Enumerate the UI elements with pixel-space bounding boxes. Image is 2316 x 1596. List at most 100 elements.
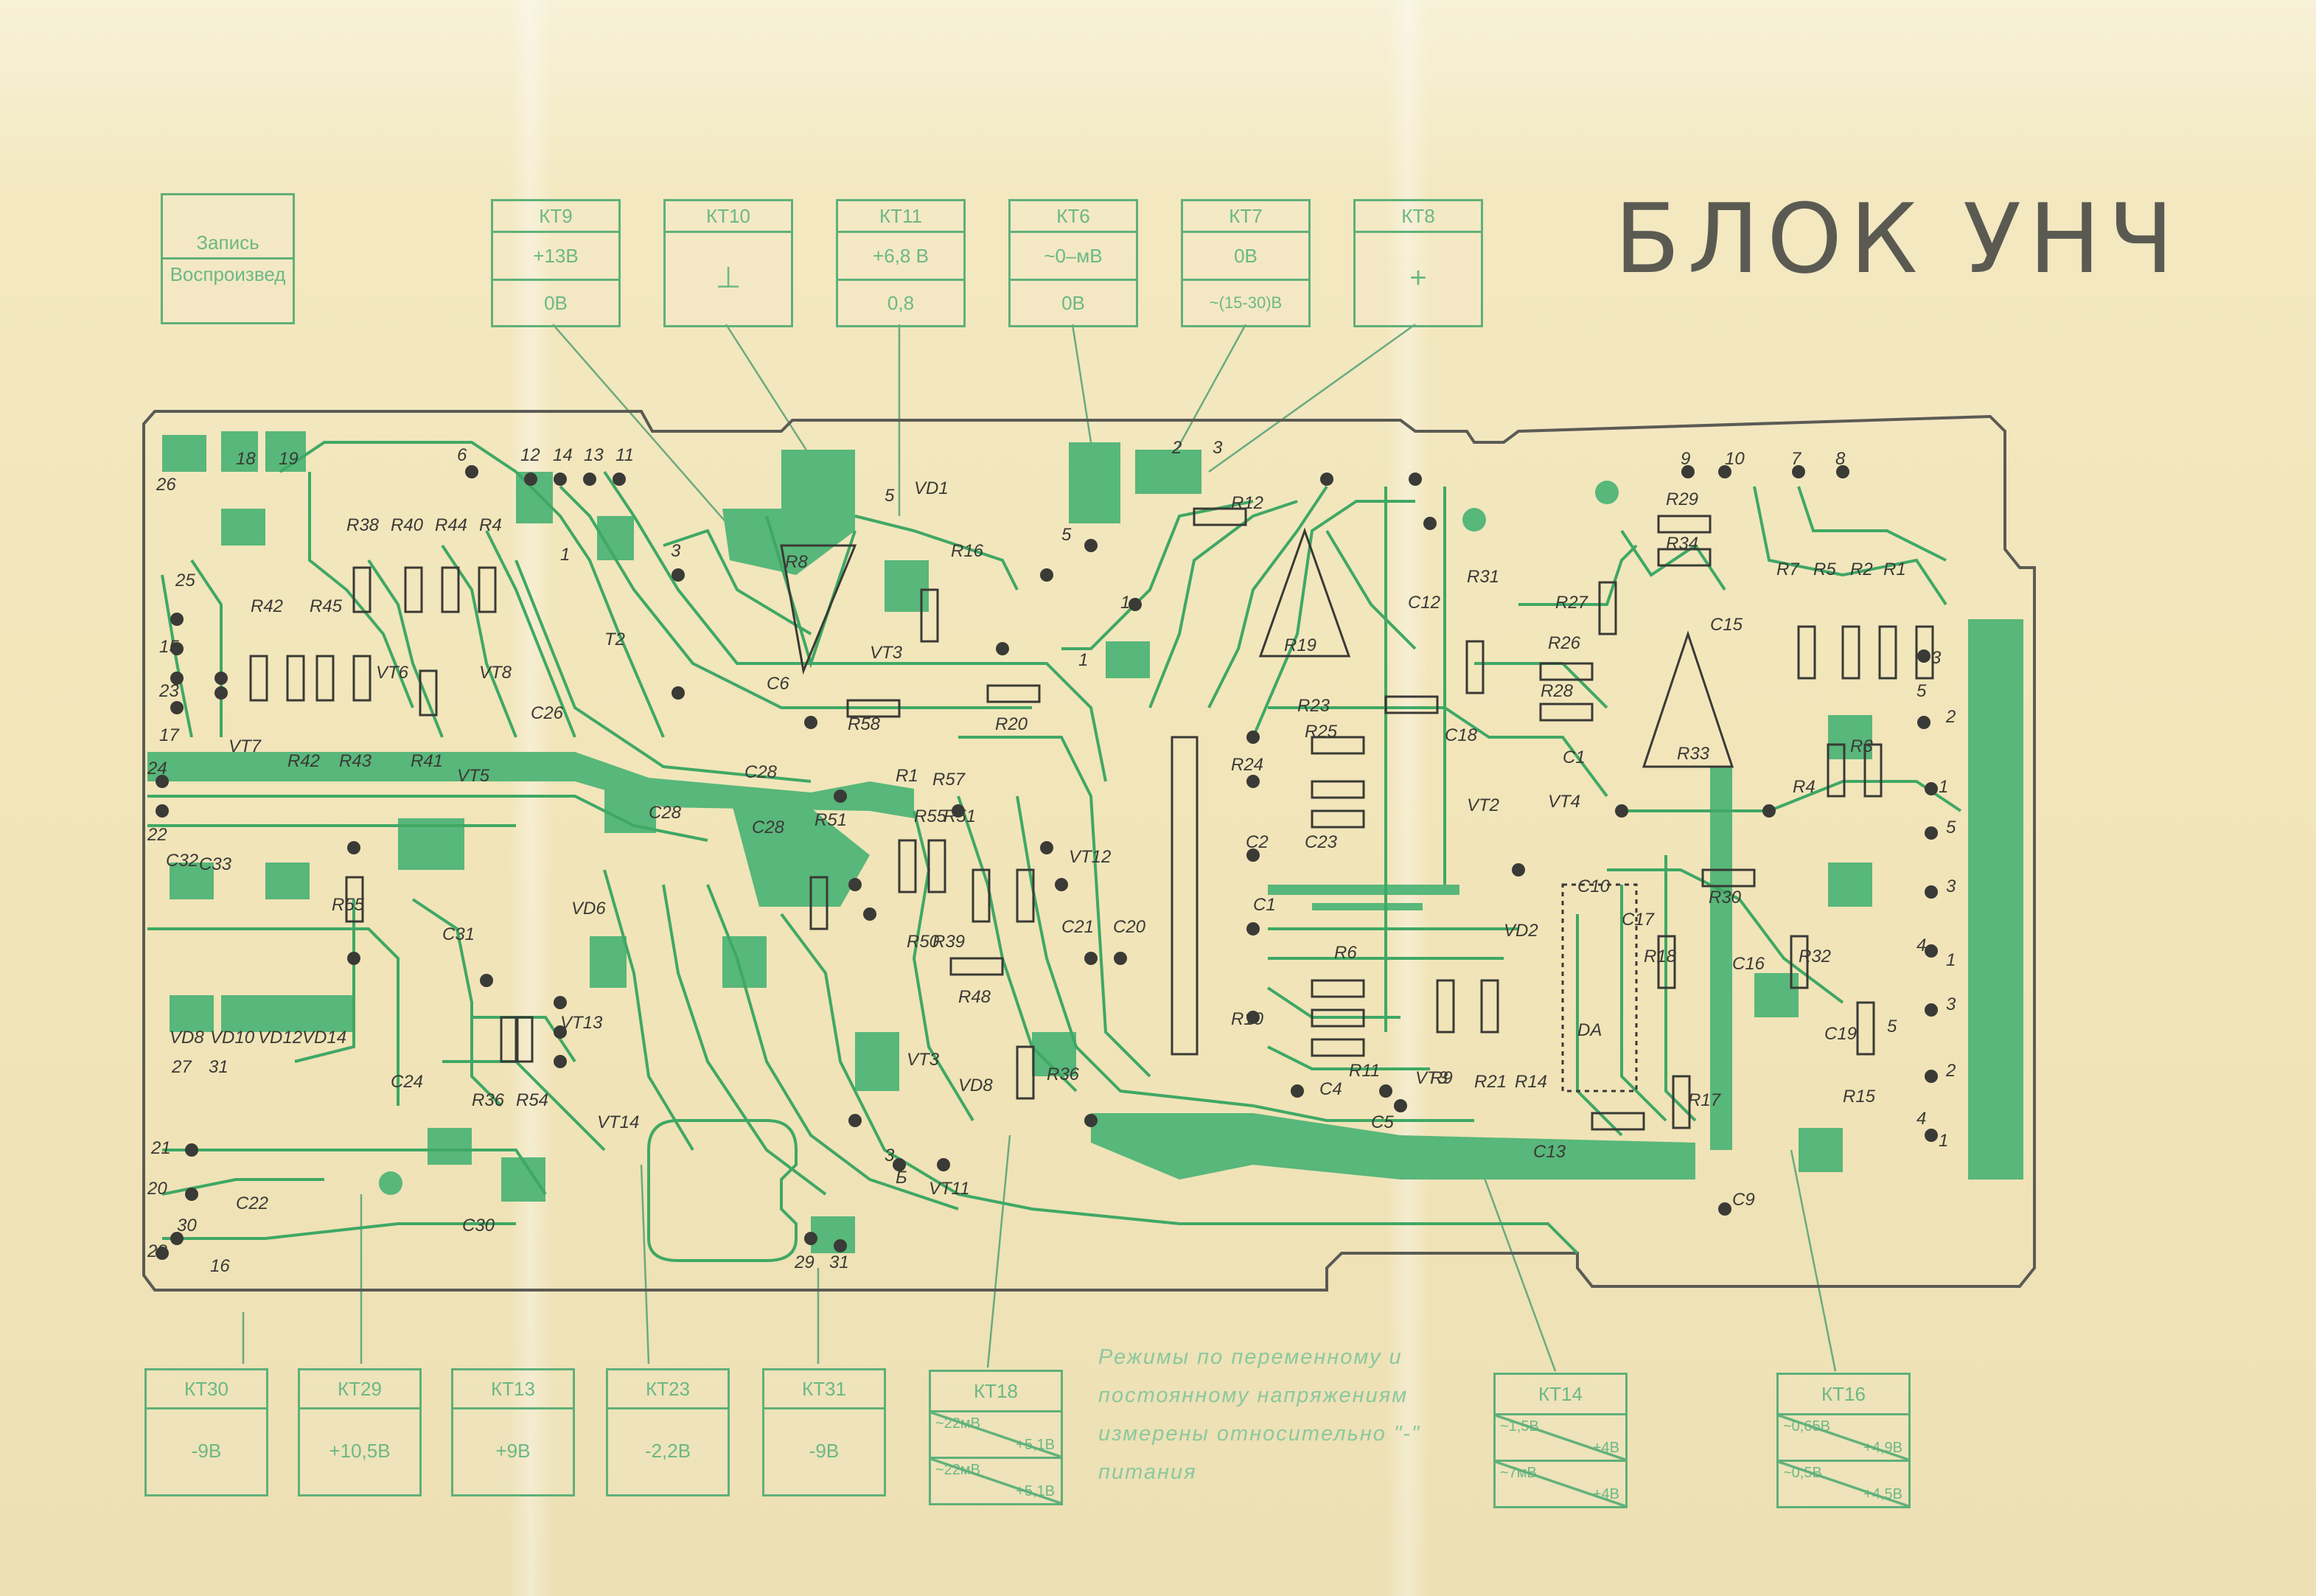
svg-text:R2: R2 <box>1850 560 1873 579</box>
record-label: Запись <box>163 228 293 259</box>
svg-text:8: 8 <box>1835 449 1846 469</box>
kt23-value: -2,2В <box>644 1439 691 1462</box>
svg-text:R34: R34 <box>1666 534 1698 554</box>
svg-text:VT7: VT7 <box>229 736 262 756</box>
svg-text:R16: R16 <box>951 541 984 561</box>
svg-text:VT2: VT2 <box>1467 795 1499 815</box>
fold-crease <box>509 0 553 1596</box>
kt9-label: КТ9 <box>493 201 618 233</box>
svg-text:7: 7 <box>1791 449 1802 469</box>
svg-text:3: 3 <box>1931 648 1942 668</box>
svg-text:VT3: VT3 <box>870 643 903 663</box>
svg-text:VD14: VD14 <box>302 1028 346 1048</box>
kt11-value-2: 0,8 <box>887 291 915 314</box>
svg-text:C28: C28 <box>752 818 785 837</box>
mode-switch-box: Запись Воспроизвед <box>161 193 295 324</box>
svg-text:R6: R6 <box>1334 943 1357 963</box>
kt7-label: КТ7 <box>1183 201 1308 233</box>
svg-text:R55: R55 <box>332 895 365 915</box>
svg-text:5: 5 <box>885 486 895 506</box>
svg-text:VD1: VD1 <box>914 478 949 498</box>
svg-text:C18: C18 <box>1445 725 1478 745</box>
svg-text:C33: C33 <box>199 854 232 874</box>
svg-text:1: 1 <box>1939 777 1948 797</box>
kt18-ac-cell: ~22мВ +5,1В <box>931 1412 1061 1459</box>
svg-text:R1: R1 <box>896 766 918 786</box>
kt10-box: КТ10 ⊥ <box>663 199 793 327</box>
kt8-label: КТ8 <box>1356 201 1481 233</box>
svg-text:R8: R8 <box>785 552 808 572</box>
svg-text:VD6: VD6 <box>571 899 606 919</box>
svg-text:C24: C24 <box>391 1072 423 1092</box>
pcb-traces <box>147 441 1962 1262</box>
svg-text:R45: R45 <box>310 596 343 616</box>
svg-text:R23: R23 <box>1297 696 1330 716</box>
kt31-value: -9В <box>809 1439 840 1462</box>
svg-text:R29: R29 <box>1666 489 1698 509</box>
svg-text:VT4: VT4 <box>1548 792 1580 812</box>
svg-text:VD8: VD8 <box>958 1076 993 1095</box>
svg-text:R21: R21 <box>1474 1072 1507 1092</box>
svg-text:3: 3 <box>1946 877 1956 896</box>
svg-text:VT11: VT11 <box>929 1179 970 1199</box>
kt18-ac-value: ~22мВ <box>935 1415 981 1432</box>
fold-crease <box>1386 0 1430 1596</box>
svg-text:VT5: VT5 <box>457 766 490 786</box>
svg-text:R32: R32 <box>1799 947 1831 966</box>
svg-text:C16: C16 <box>1732 954 1765 974</box>
svg-text:R40: R40 <box>391 515 424 535</box>
kt29-value: +10,5В <box>329 1439 391 1462</box>
svg-text:VT3: VT3 <box>1415 1068 1448 1088</box>
svg-text:R19: R19 <box>1284 635 1316 655</box>
kt16-dc-value: +4,9В <box>1863 1440 1902 1456</box>
svg-text:2: 2 <box>1171 438 1182 458</box>
kt9-value-2: 0В <box>544 291 568 314</box>
kt11-value-1: +6,8 В <box>838 233 963 281</box>
svg-text:R54: R54 <box>516 1090 548 1110</box>
svg-text:R1: R1 <box>1883 560 1906 579</box>
svg-text:R14: R14 <box>1515 1072 1547 1092</box>
svg-text:R42: R42 <box>287 751 320 771</box>
svg-text:16: 16 <box>210 1256 230 1276</box>
svg-text:R42: R42 <box>251 596 283 616</box>
svg-text:R18: R18 <box>1644 947 1677 966</box>
svg-text:24: 24 <box>147 759 167 778</box>
svg-text:DA: DA <box>1577 1020 1602 1040</box>
svg-text:VT14: VT14 <box>597 1112 639 1132</box>
svg-text:5: 5 <box>1916 681 1927 701</box>
svg-text:R12: R12 <box>1231 493 1263 513</box>
svg-text:6: 6 <box>457 445 467 465</box>
svg-text:17: 17 <box>159 725 180 745</box>
svg-text:18: 18 <box>236 449 256 469</box>
svg-text:28: 28 <box>147 1241 167 1261</box>
kt23-box: КТ23 -2,2В <box>606 1368 730 1496</box>
svg-text:R39: R39 <box>932 932 965 952</box>
svg-text:C15: C15 <box>1710 615 1743 635</box>
svg-text:4: 4 <box>1916 1109 1926 1129</box>
kt13-box: КТ13 +9В <box>451 1368 575 1496</box>
kt9-value-1: +13В <box>493 233 618 281</box>
kt16-ac-value: ~0,65В <box>1783 1418 1830 1435</box>
svg-text:5: 5 <box>1061 525 1072 545</box>
kt8-plus-symbol: + <box>1409 261 1427 294</box>
svg-text:20: 20 <box>147 1179 167 1199</box>
kt6-value-1: ~0–мВ <box>1011 233 1136 281</box>
kt18-dc-value: +5,1В <box>1016 1437 1055 1453</box>
svg-text:C28: C28 <box>744 762 778 782</box>
svg-text:R15: R15 <box>1843 1087 1876 1107</box>
svg-text:19: 19 <box>279 449 299 469</box>
svg-text:4: 4 <box>1916 935 1926 955</box>
svg-text:R9: R9 <box>1430 1068 1453 1088</box>
svg-text:T2: T2 <box>604 630 625 649</box>
kt14-label: КТ14 <box>1496 1375 1625 1415</box>
svg-text:R55: R55 <box>914 806 947 826</box>
kt6-value-2: 0В <box>1061 291 1085 314</box>
svg-text:C21: C21 <box>1061 917 1094 937</box>
kt14-dc-value: +4В <box>1592 1440 1619 1456</box>
svg-text:R17: R17 <box>1688 1090 1722 1110</box>
kt13-label: КТ13 <box>453 1370 573 1409</box>
kt18-ac-cell-2: ~22мВ +5,1В <box>931 1459 1061 1503</box>
svg-text:C17: C17 <box>1622 910 1656 930</box>
